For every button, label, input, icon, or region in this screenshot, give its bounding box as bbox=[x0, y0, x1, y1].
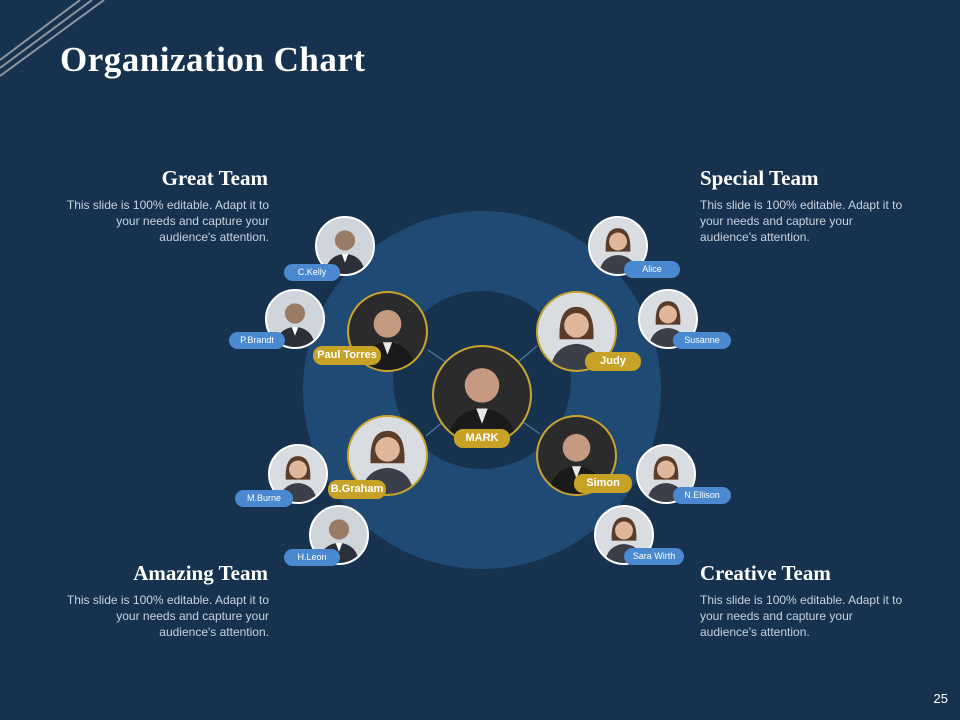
alice-label: Alice bbox=[624, 261, 680, 278]
great-team-description: This slide is 100% editable. Adapt it to… bbox=[66, 198, 269, 244]
m-burne-photo[interactable] bbox=[268, 444, 328, 504]
amazing-team-description: This slide is 100% editable. Adapt it to… bbox=[66, 593, 269, 639]
amazing-team-title: Amazing Team bbox=[133, 561, 268, 585]
mark-photo[interactable] bbox=[432, 345, 532, 445]
h-leon-label: H.Leon bbox=[284, 549, 340, 566]
c-kelly-label: C.Kelly bbox=[284, 264, 340, 281]
paul-torres-photo[interactable] bbox=[347, 291, 428, 372]
m-burne-label: M.Burne bbox=[235, 490, 293, 507]
great-team-title: Great Team bbox=[161, 166, 268, 190]
n-ellison-label: N.Ellison bbox=[673, 487, 731, 504]
sara-wirth-label: Sara Wirth bbox=[624, 548, 684, 565]
b-graham-label: B.Graham bbox=[328, 480, 386, 499]
susanne-photo[interactable] bbox=[638, 289, 698, 349]
special-team-description: This slide is 100% editable. Adapt it to… bbox=[700, 198, 903, 244]
page-number: 25 bbox=[933, 691, 948, 706]
special-team-title: Special Team bbox=[700, 166, 819, 190]
susanne-label: Susanne bbox=[673, 332, 731, 349]
judy-label: Judy bbox=[585, 352, 641, 371]
creative-team-description: This slide is 100% editable. Adapt it to… bbox=[700, 593, 903, 639]
mark-label: MARK bbox=[454, 429, 510, 448]
p-brandt-label: P.Brandt bbox=[229, 332, 285, 349]
slide-title: Organization Chart bbox=[60, 40, 366, 79]
paul-torres-label: Paul Torres bbox=[313, 346, 381, 365]
simon-label: Simon bbox=[574, 474, 632, 493]
creative-team-title: Creative Team bbox=[700, 561, 831, 585]
c-kelly-photo[interactable] bbox=[315, 216, 375, 276]
corner-stripes-decoration bbox=[0, 0, 105, 77]
